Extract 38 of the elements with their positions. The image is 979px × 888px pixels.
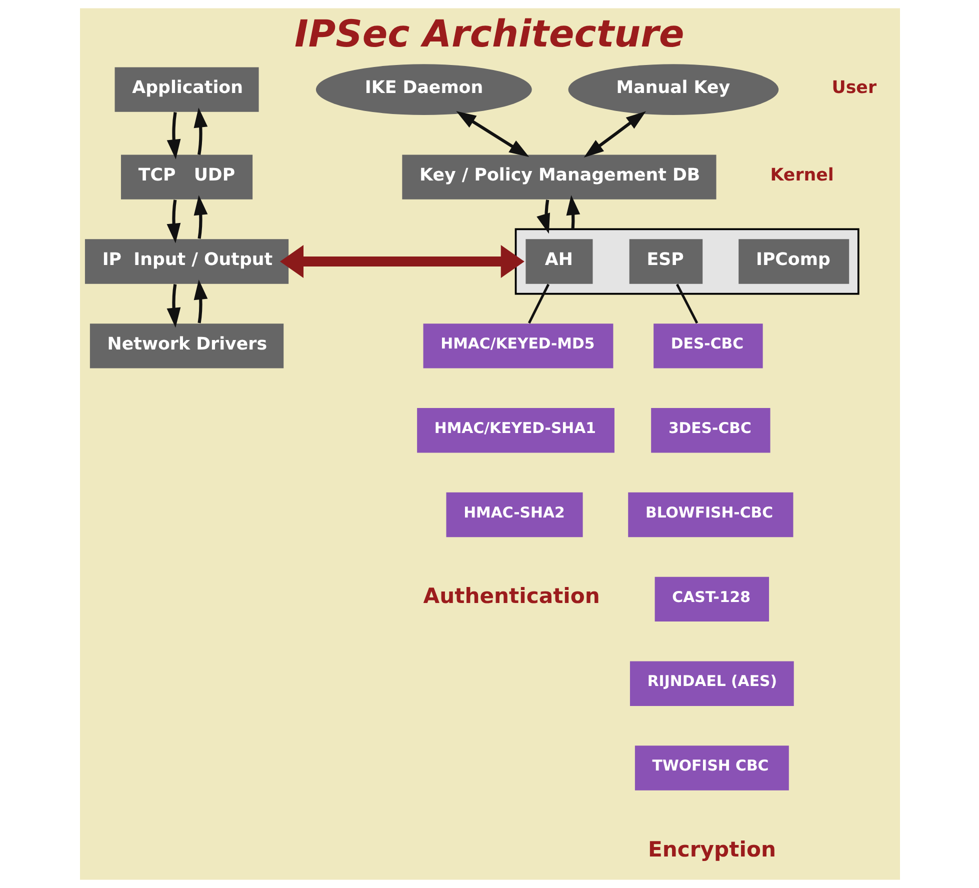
- label: Encryption: [647, 836, 776, 862]
- arrow: [166, 200, 180, 244]
- node-box: CAST-128: [654, 576, 769, 622]
- cluster: [514, 228, 859, 295]
- node-box: HMAC-SHA2: [446, 492, 582, 538]
- node-box: BLOWFISH-CBC: [628, 492, 793, 538]
- node-box: AH: [525, 239, 592, 284]
- label: Kernel: [770, 165, 834, 186]
- arrow: [566, 195, 580, 230]
- node-box: ESP: [628, 239, 702, 284]
- arrow: [583, 111, 646, 158]
- arrow: [279, 245, 524, 278]
- node-box: IPComp: [738, 239, 849, 284]
- arrow: [193, 280, 208, 324]
- node-box: HMAC/KEYED-MD5: [422, 324, 613, 368]
- label: Authentication: [422, 583, 600, 608]
- node-ellipse: IKE Daemon: [315, 64, 532, 116]
- node-box: HMAC/KEYED-SHA1: [416, 408, 614, 453]
- arrow: [456, 111, 529, 157]
- arrow: [193, 108, 208, 155]
- label: User: [831, 78, 876, 98]
- connector: [527, 284, 550, 324]
- diagram-title: IPSec Architecture: [294, 12, 684, 56]
- node-box: Application: [114, 67, 258, 112]
- node-box: DES-CBC: [653, 324, 762, 368]
- node-box: RIJNDAEL (AES): [629, 661, 794, 706]
- arrow: [166, 112, 180, 160]
- arrow: [193, 195, 208, 239]
- node-box: 3DES-CBC: [650, 408, 770, 453]
- arrow: [536, 200, 550, 234]
- node-ellipse: Manual Key: [568, 64, 778, 116]
- node-box: TWOFISH CBC: [634, 746, 788, 790]
- node-box: Key / Policy Management DB: [402, 154, 716, 200]
- node-box: TCP UDP: [120, 154, 252, 200]
- arrow: [166, 284, 180, 328]
- node-box: Network Drivers: [89, 324, 284, 368]
- node-box: IP Input / Output: [84, 239, 288, 284]
- connector: [675, 284, 698, 324]
